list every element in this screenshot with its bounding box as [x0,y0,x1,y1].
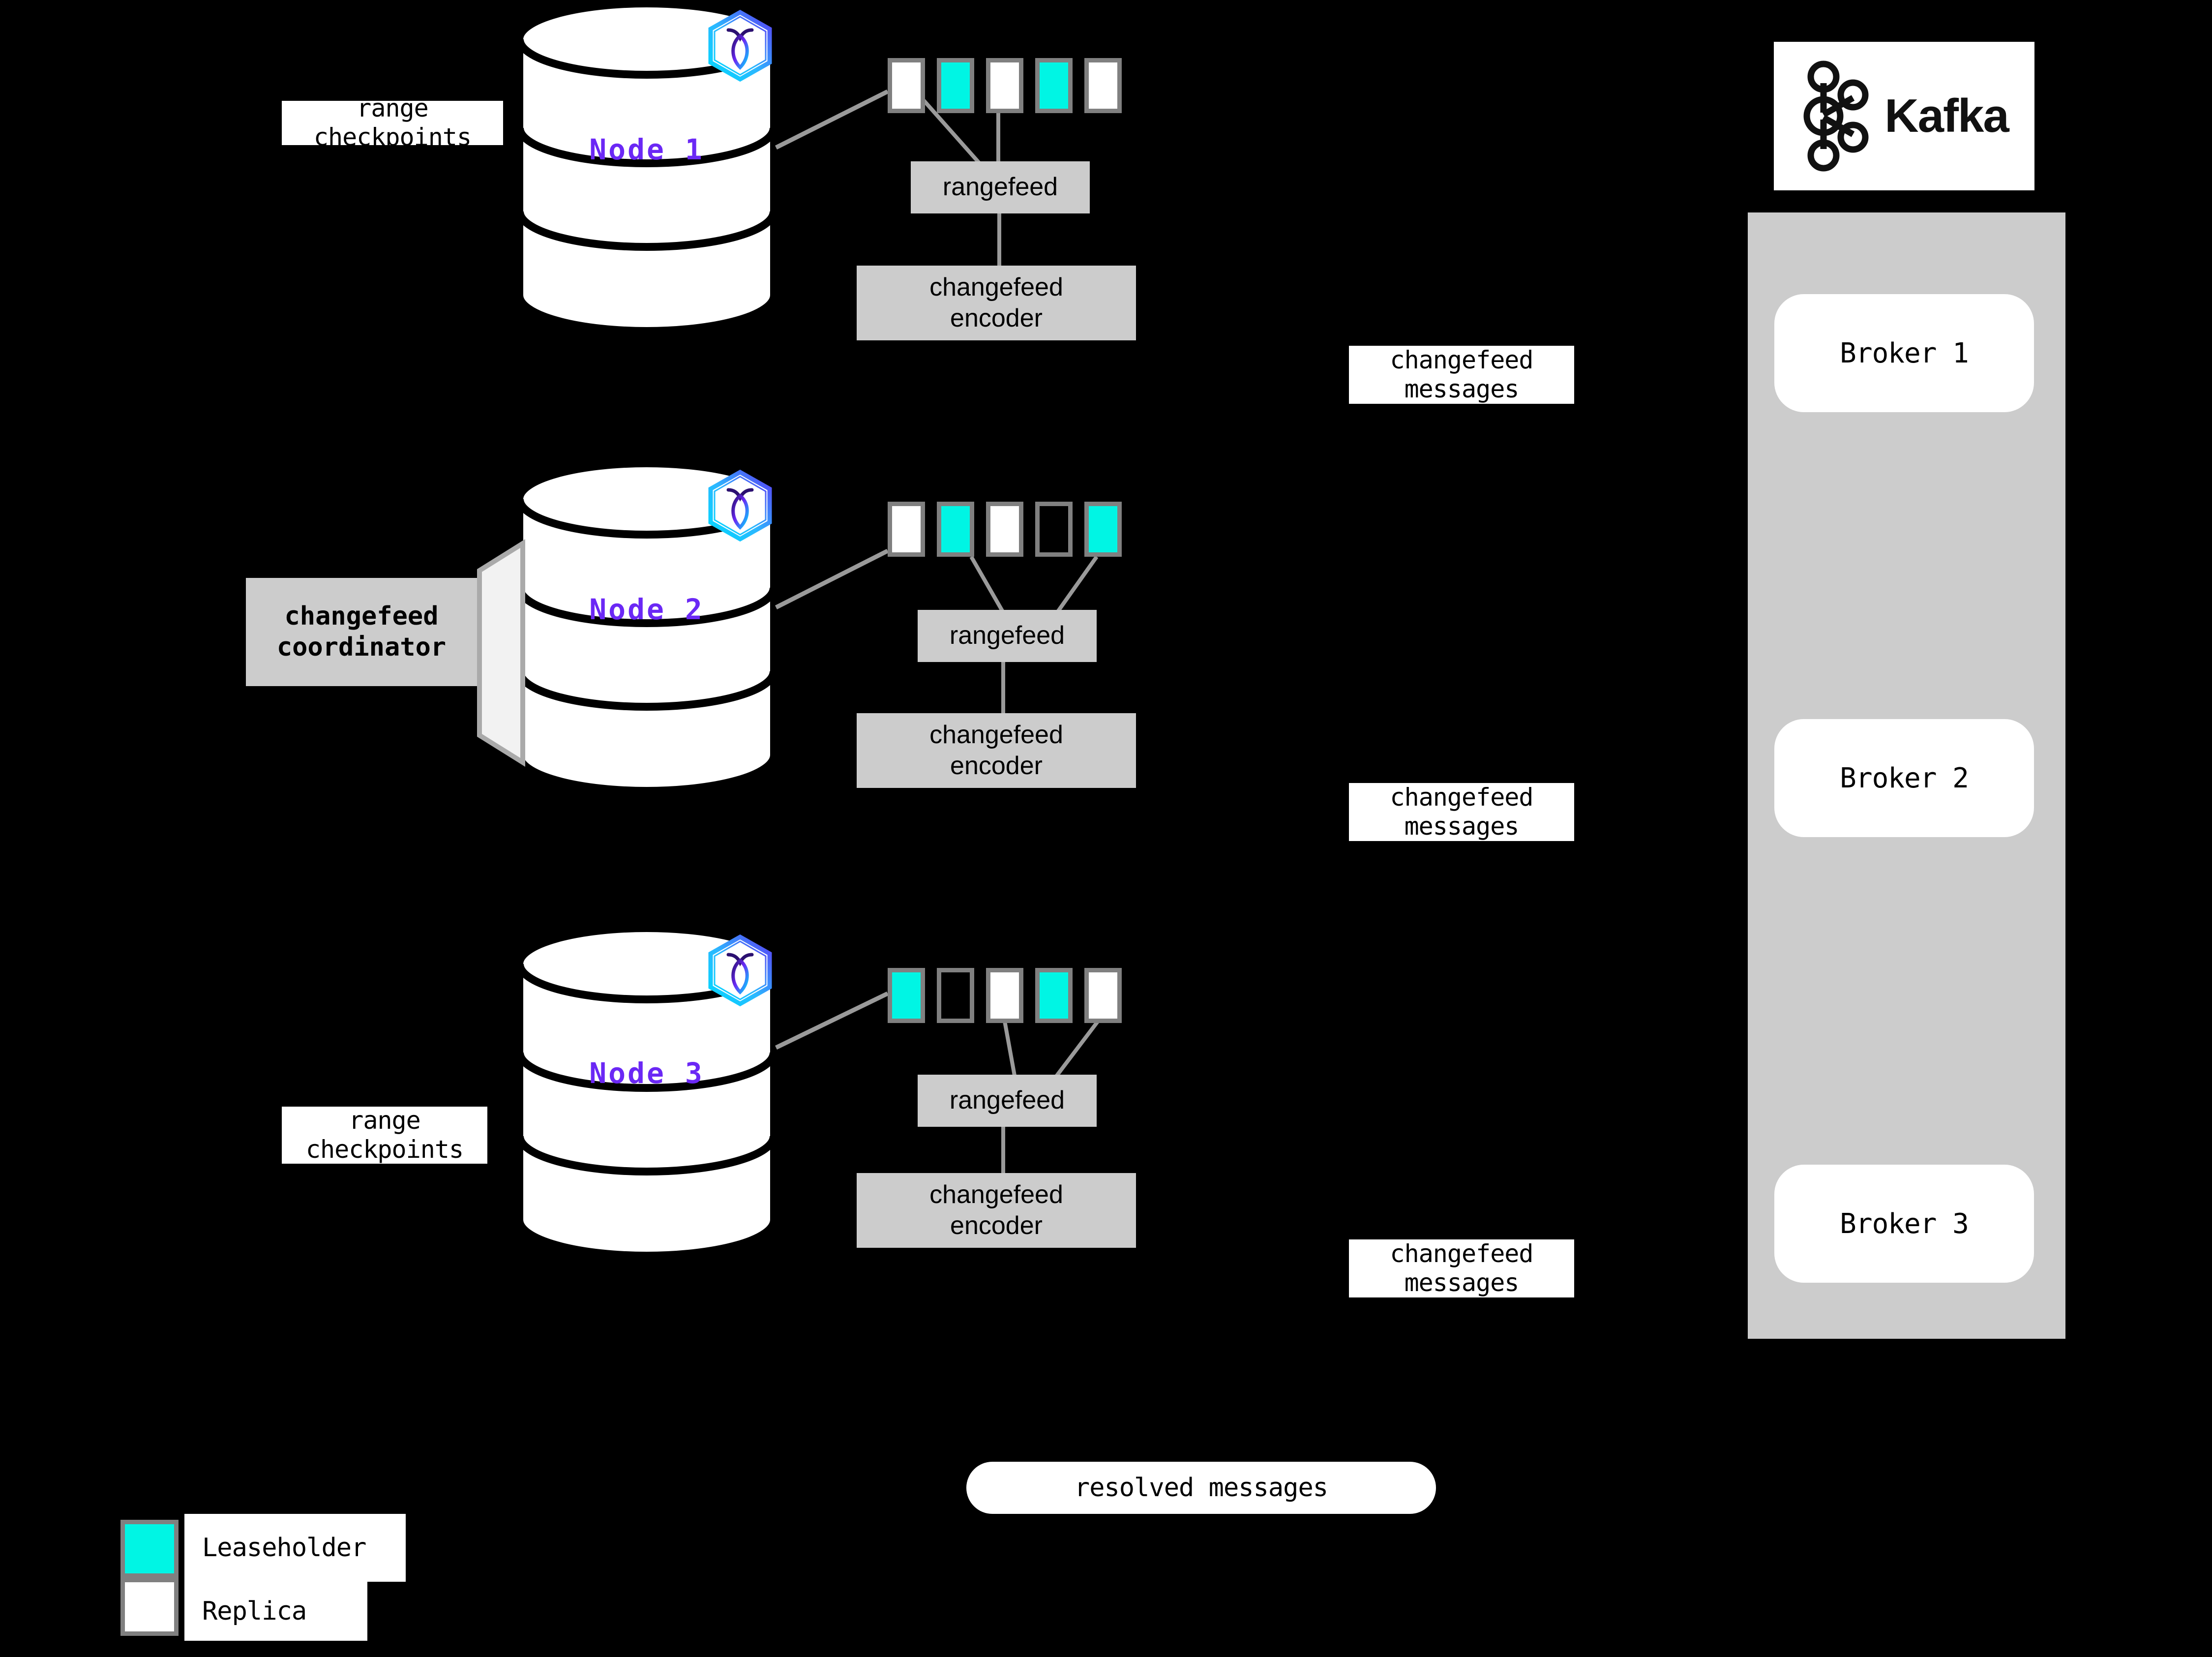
node-3-changefeed-encoder-box[interactable]: changefeed encoder [857,1173,1136,1248]
node-2-cylinder [516,460,777,794]
range-cell-replica[interactable] [986,968,1023,1023]
legend-swatch-replica-wrap [120,1578,184,1641]
legend-swatch-leaseholder-wrap [120,1520,184,1583]
range-cell-leaseholder[interactable] [937,58,974,113]
node-3-rangefeed-box[interactable]: rangefeed [918,1075,1097,1127]
messages-line-1: changefeed [1390,346,1533,374]
cockroachdb-hexagon-icon [708,934,772,1007]
range-cell-empty[interactable] [937,968,974,1023]
node-2-range-connector [775,548,889,610]
range-cell-leaseholder[interactable] [1084,502,1122,557]
node-3-changefeed-messages-label: changefeed messages [1349,1239,1574,1297]
range-checkpoints-line-1: range [349,1107,421,1135]
kafka-logo: Kafka [1774,42,2034,190]
kafka-logo-text: Kafka [1884,90,2009,142]
range-cell-replica[interactable] [986,58,1023,113]
node-1-range-connector [775,89,889,150]
range-cell-leaseholder[interactable] [888,968,925,1023]
node-1-range-row [888,58,1122,113]
node-2-rangefeed-box[interactable]: rangefeed [918,610,1097,662]
range-checkpoints-line-2: checkpoints [313,123,472,145]
node-1-cylinder [516,0,777,334]
node-3-range-checkpoints-label: range checkpoints [282,1107,487,1164]
node-1-changefeed-encoder-box[interactable]: changefeed encoder [857,266,1136,340]
broker-3[interactable]: Broker 3 [1774,1165,2034,1283]
legend-label-replica: Replica [184,1582,367,1641]
node-3-cylinder [516,925,777,1259]
range-checkpoints-line-2: checkpoints [305,1135,464,1164]
node-2-changefeed-encoder-box[interactable]: changefeed encoder [857,713,1136,788]
legend-label-leaseholder: Leaseholder [184,1514,406,1582]
range-cell-leaseholder[interactable] [937,502,974,557]
messages-line-1: changefeed [1390,1239,1533,1268]
node-1-changefeed-messages-label: changefeed messages [1349,346,1574,404]
range-cell-empty[interactable] [1035,502,1073,557]
range-cell-replica[interactable] [888,58,925,113]
range-cell-replica[interactable] [1084,968,1122,1023]
messages-line-2: messages [1404,812,1520,841]
range-checkpoints-line-1: range [357,101,429,122]
range-cell-replica[interactable] [1084,58,1122,113]
messages-line-1: changefeed [1390,783,1533,812]
changefeed-coordinator-wedge [477,539,525,767]
kafka-node-graph-icon [1803,60,1869,172]
legend-swatch-replica [120,1578,179,1636]
broker-1[interactable]: Broker 1 [1774,294,2034,412]
resolved-messages-pill: resolved messages [966,1462,1436,1514]
node-3-range-row [888,968,1122,1023]
encoder-line-1: changefeed [929,720,1063,749]
messages-line-2: messages [1404,375,1520,403]
node-2-changefeed-messages-label: changefeed messages [1349,783,1574,841]
range-cell-leaseholder[interactable] [1035,58,1073,113]
range-cell-replica[interactable] [888,502,925,557]
node-1-rangefeed-box[interactable]: rangefeed [911,161,1090,213]
legend-swatch-leaseholder [120,1520,179,1578]
node-3-range-connector [775,991,889,1050]
encoder-line-2: encoder [950,304,1043,332]
changefeed-coordinator-box[interactable]: changefeed coordinator [246,578,477,686]
cockroachdb-hexagon-icon [708,9,772,82]
cockroachdb-hexagon-icon [708,469,772,542]
node-1-range-checkpoints-label: range checkpoints [282,101,503,145]
kafka-inbound-arrow-icon [2061,334,2090,353]
range-cell-replica[interactable] [986,502,1023,557]
messages-line-2: messages [1404,1268,1520,1297]
coordinator-line-2: coordinator [276,633,447,662]
coordinator-line-1: changefeed [284,601,439,631]
range-cell-leaseholder[interactable] [1035,968,1073,1023]
encoder-line-1: changefeed [929,1180,1063,1209]
encoder-line-2: encoder [950,752,1043,780]
encoder-line-1: changefeed [929,272,1063,301]
encoder-line-2: encoder [950,1211,1043,1240]
broker-2[interactable]: Broker 2 [1774,719,2034,837]
node-2-range-row [888,502,1122,557]
